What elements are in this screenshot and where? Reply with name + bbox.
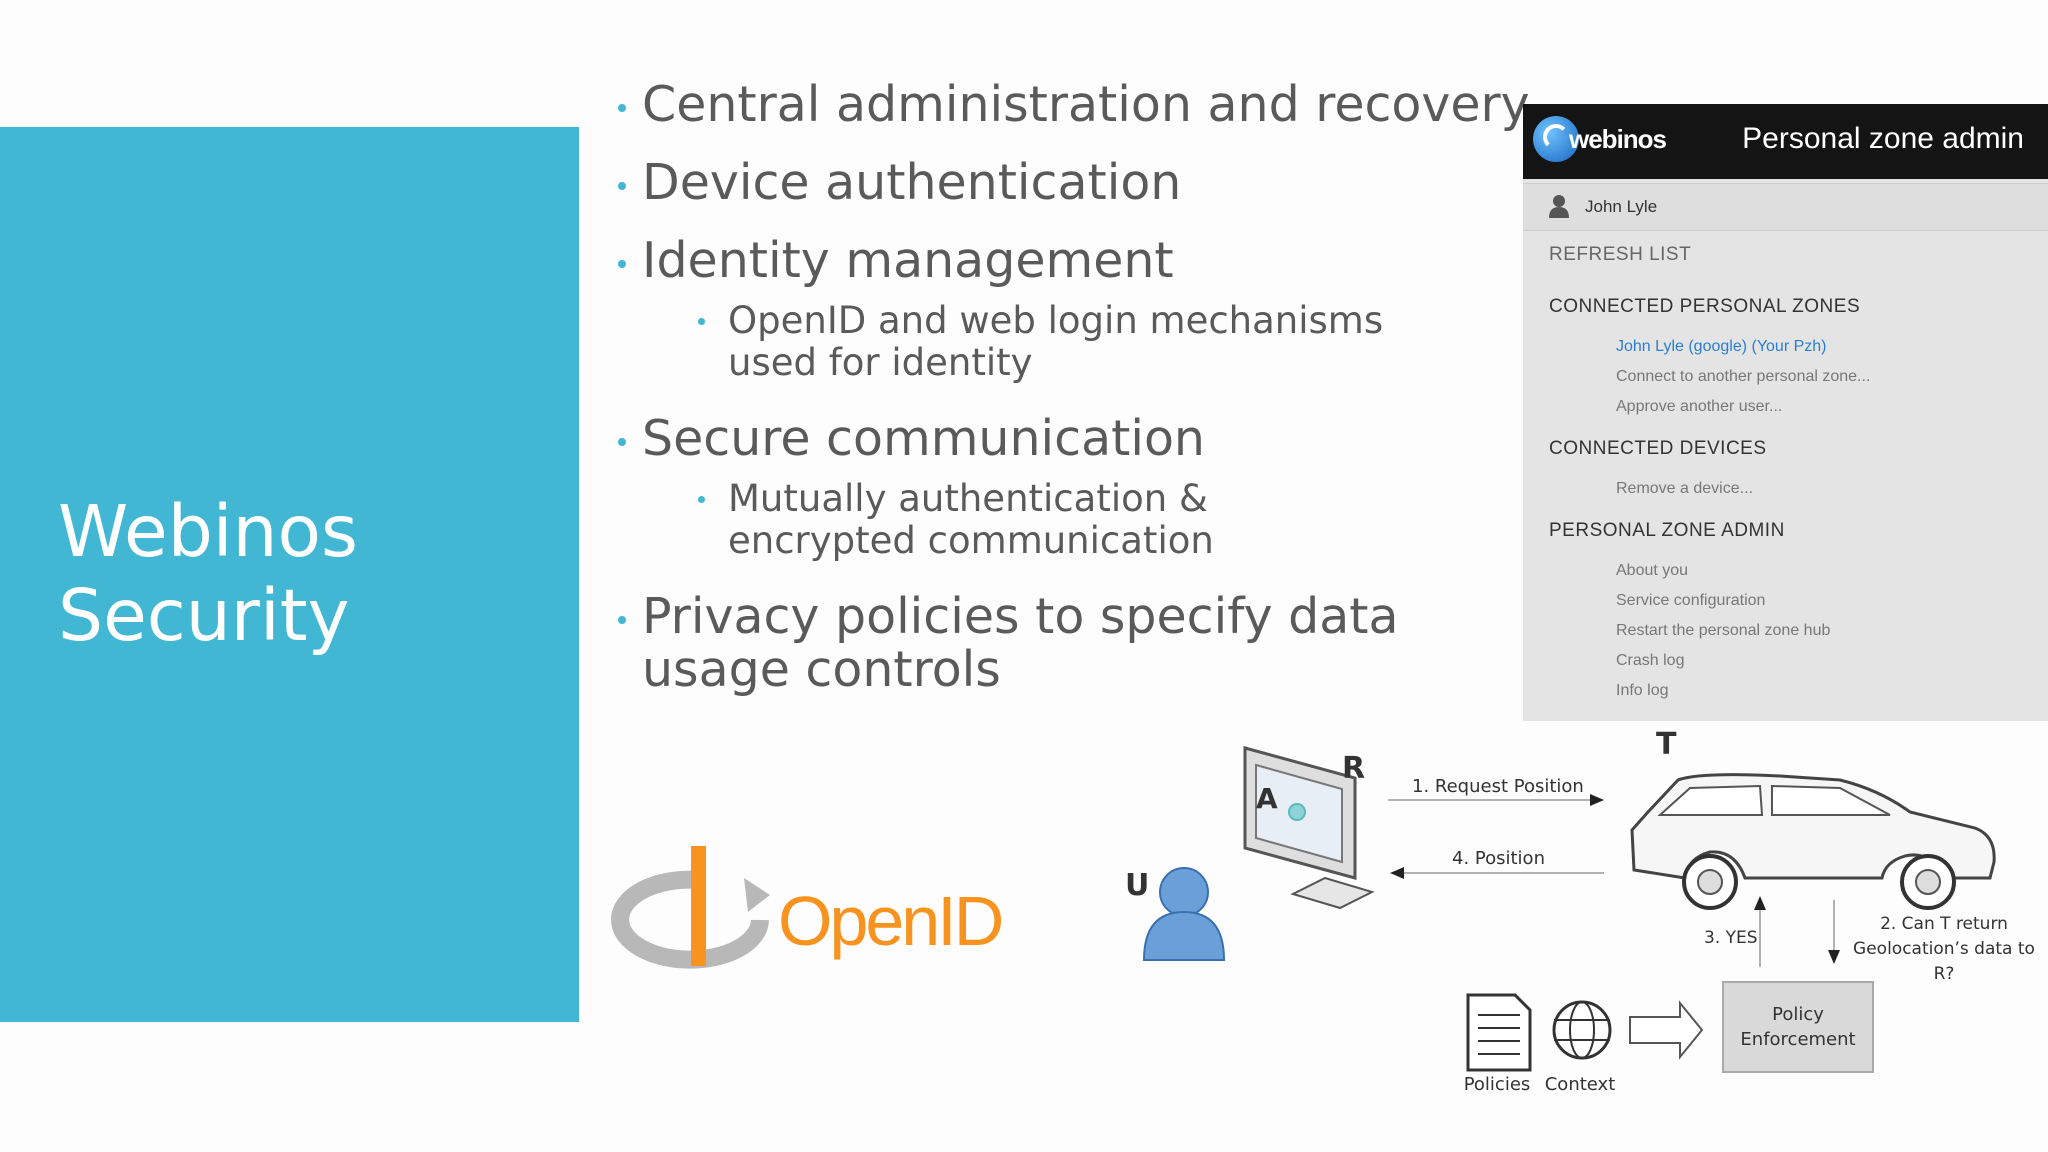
- panel-header: webinos Personal zone admin: [1523, 104, 2048, 179]
- context-globe-icon: [1552, 1000, 1612, 1060]
- pz-admin-heading: PERSONAL ZONE ADMIN: [1549, 520, 1785, 541]
- openid-arrow-icon: [744, 878, 770, 912]
- user-figure: U: [1125, 867, 1226, 961]
- user-name: John Lyle: [1585, 197, 1658, 216]
- policy-enforcement: Policy Enforcement: [1722, 981, 1874, 1073]
- step-1-label: 1. Request Position: [1412, 776, 1584, 797]
- policy-box: [1722, 981, 1874, 1073]
- restart-hub-link[interactable]: Restart the personal zone hub: [1616, 622, 1831, 639]
- bullet-device-auth: Device authentication: [612, 156, 1492, 209]
- step-2-line-1: 2. Can T return: [1880, 914, 2008, 934]
- title-panel: [0, 127, 579, 1022]
- user-body-icon: [1142, 910, 1226, 961]
- remove-device-link[interactable]: Remove a device...: [1616, 480, 1753, 497]
- step-2-line-2: Geolocation’s data to: [1853, 939, 2035, 959]
- user-head-icon: [1159, 867, 1209, 917]
- openid-swoosh-icon: [611, 870, 769, 969]
- approve-user-link[interactable]: Approve another user...: [1616, 398, 1783, 415]
- openid-bar-icon: [691, 846, 706, 966]
- policies-label: Policies: [1464, 1074, 1531, 1095]
- policies-context: Policies Context: [1464, 993, 1704, 1095]
- slide-title: Webinos Security: [58, 490, 558, 658]
- user-icon: [1549, 195, 1569, 218]
- label-u: U: [1125, 868, 1149, 903]
- car-hub-front-icon: [1697, 869, 1723, 895]
- car-window-front-icon: [1657, 784, 1764, 816]
- globe-meridian: [1569, 1001, 1595, 1059]
- context-label: Context: [1545, 1074, 1616, 1095]
- zone-link-john-lyle[interactable]: John Lyle (google) (Your Pzh): [1616, 338, 1827, 355]
- step-4-label: 4. Position: [1452, 848, 1545, 869]
- webinos-swirl-icon: [1543, 124, 1569, 150]
- slide-title-line-2: Security: [58, 574, 350, 657]
- info-log-link[interactable]: Info log: [1616, 682, 1669, 699]
- connected-zones-heading: CONNECTED PERSONAL ZONES: [1549, 296, 1861, 317]
- monitor-r: A R: [1243, 746, 1375, 910]
- query-arrow-icon: [1828, 950, 1840, 964]
- yes-arrow-icon: [1754, 896, 1766, 910]
- openid-label: OpenID: [778, 882, 1002, 960]
- connected-devices-heading: CONNECTED DEVICES: [1549, 438, 1767, 459]
- openid-logo: OpenID: [611, 846, 1005, 969]
- connect-zone-link[interactable]: Connect to another personal zone...: [1616, 368, 1871, 385]
- bullet-privacy-policies: Privacy policies to specify data usage c…: [612, 590, 1502, 696]
- refresh-list-link[interactable]: REFRESH LIST: [1549, 244, 1692, 265]
- sub-bullet-mutual-auth: Mutually authentication & encrypted comm…: [698, 478, 1378, 562]
- bullet-identity-mgmt: Identity management: [612, 234, 1492, 287]
- car-t: T: [1630, 727, 1996, 910]
- webinos-logo-text: webinos: [1569, 124, 1667, 154]
- policy-flow: 3. YES 2. Can T return Geolocation’s dat…: [1704, 896, 2035, 984]
- input-arrow-icon: [1629, 1000, 1704, 1060]
- car-hub-rear-icon: [1915, 869, 1941, 895]
- sub-bullet-openid: OpenID and web login mechanisms used for…: [698, 300, 1428, 384]
- policies-document-icon: [1466, 993, 1532, 1072]
- monitor-stand-icon: [1290, 876, 1375, 910]
- bullet-secure-comm: Secure communication: [612, 412, 1492, 465]
- car-window-rear-icon: [1771, 784, 1891, 816]
- label-r: R: [1342, 751, 1365, 786]
- bullet-central-admin: Central administration and recovery: [612, 78, 1530, 131]
- panel-title: Personal zone admin: [1742, 122, 2024, 155]
- label-a: A: [1256, 782, 1278, 815]
- bullet-list: Central administration and recovery Devi…: [612, 78, 1530, 721]
- about-you-link[interactable]: About you: [1616, 562, 1689, 579]
- label-t: T: [1656, 727, 1677, 762]
- request-arrow-icon: [1590, 794, 1604, 806]
- service-config-link[interactable]: Service configuration: [1616, 592, 1766, 609]
- slide-title-line-1: Webinos: [58, 490, 358, 573]
- policy-label-line-2: Enforcement: [1740, 1029, 1855, 1050]
- webinos-admin-panel: webinos Personal zone admin John Lyle RE…: [1523, 104, 2048, 721]
- step-3-label: 3. YES: [1704, 928, 1758, 948]
- step-2-line-3: R?: [1934, 964, 1955, 984]
- position-arrow-icon: [1390, 867, 1404, 879]
- monitor-dot-icon: [1288, 803, 1306, 821]
- user-row[interactable]: John Lyle: [1523, 183, 2048, 231]
- policy-label-line-1: Policy: [1772, 1004, 1824, 1025]
- request-flow: 1. Request Position 4. Position: [1388, 776, 1604, 879]
- crash-log-link[interactable]: Crash log: [1616, 652, 1685, 669]
